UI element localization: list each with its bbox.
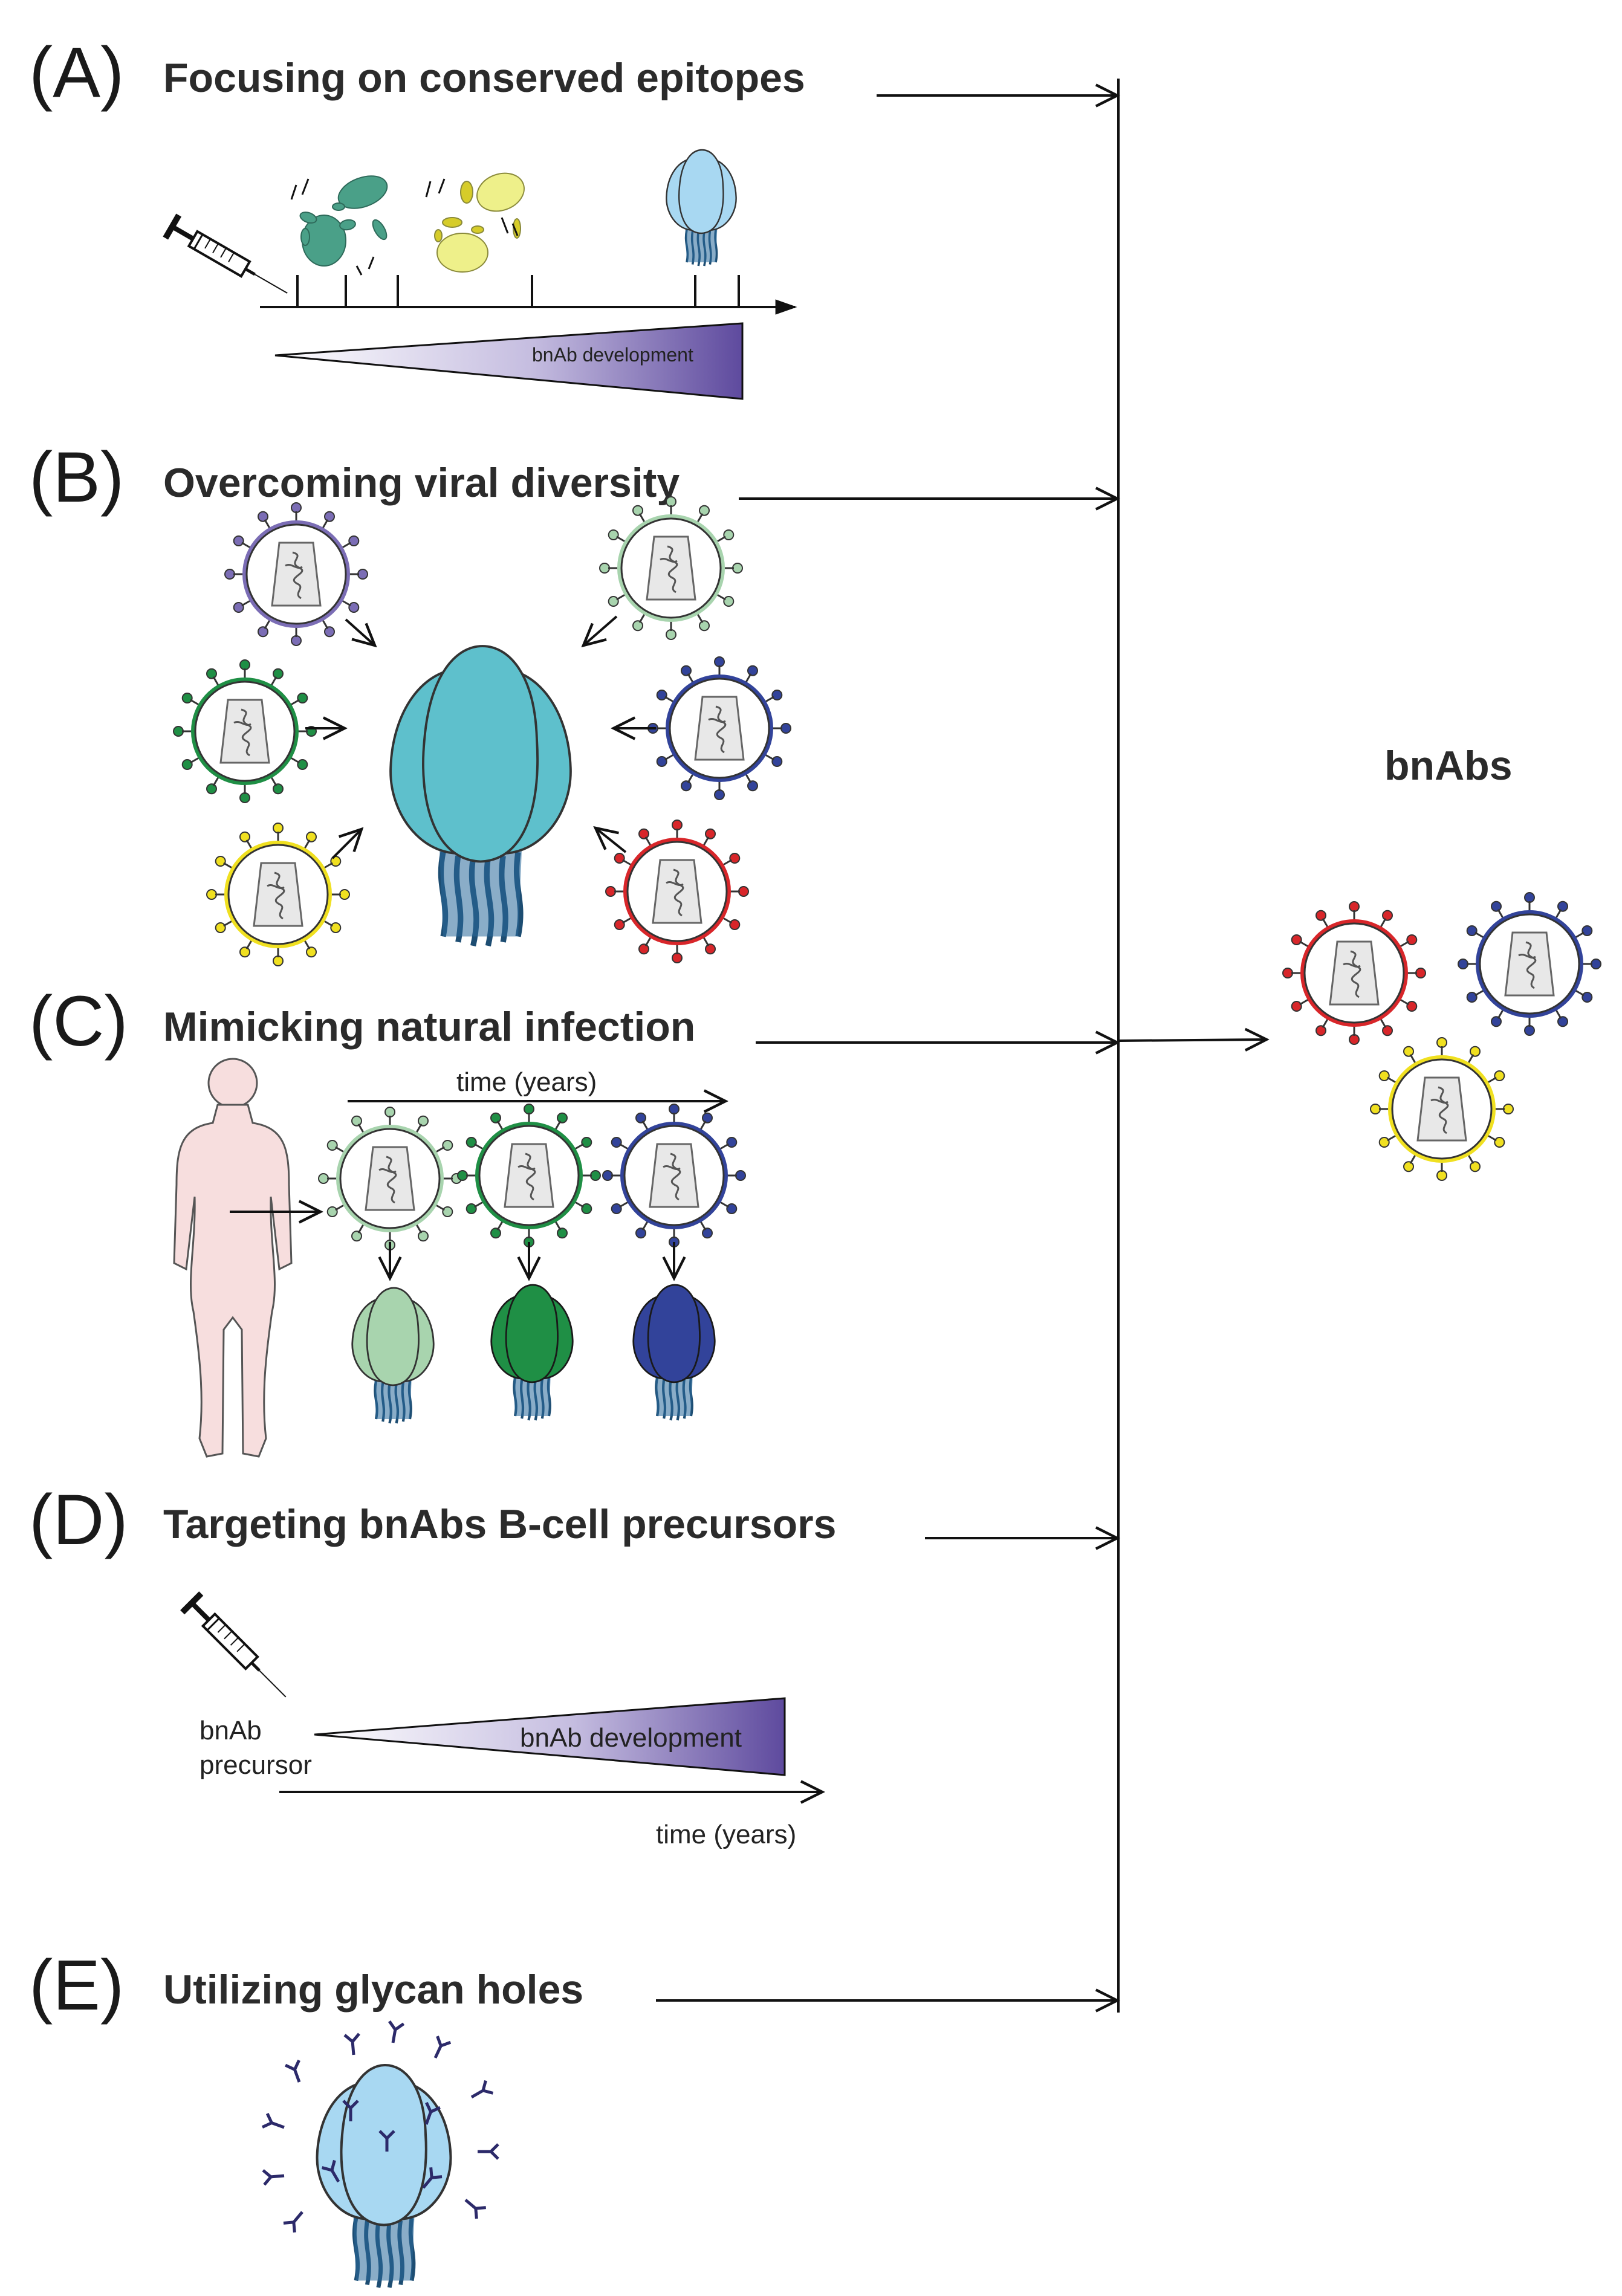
section-d-illustration: bnAb precursor bnAb development time (ye… [183, 1594, 822, 1849]
precursor-label-line2: precursor [200, 1750, 312, 1780]
section-c-illustration: time (years) [173, 1058, 746, 1458]
virus-green-b [173, 659, 317, 803]
arrow-to-bnabs [1119, 1040, 1267, 1041]
section-b-letter: (B) [29, 438, 124, 517]
virus-green-c [457, 1104, 601, 1247]
syringe-icon [166, 215, 294, 305]
env-trimer-green [490, 1284, 574, 1420]
development-gradient-a [274, 322, 744, 400]
virus-red-b [605, 820, 749, 963]
gradient-label-d: bnAb development [520, 1723, 742, 1753]
section-e-title: Utilizing glycan holes [163, 1967, 583, 2013]
development-gradient-d [314, 1697, 786, 1776]
virus-purple [224, 502, 368, 646]
time-label-c: time (years) [456, 1067, 597, 1097]
syringe-icon [183, 1594, 296, 1707]
virus-yellow-b [206, 823, 350, 966]
env-trimer-light-green [351, 1287, 435, 1423]
section-e-illustration [262, 2021, 498, 2288]
virus-yellow-out [1370, 1037, 1514, 1181]
env-trimer-icon [666, 149, 737, 267]
section-c-title: Mimicking natural infection [163, 1004, 695, 1050]
virus-light-green-b [599, 496, 743, 640]
virus-dark-blue-c [602, 1104, 746, 1247]
section-a-title: Focusing on conserved epitopes [163, 55, 805, 101]
bnabs-outcome: bnAbs [1282, 743, 1601, 1181]
section-b-illustration [173, 496, 791, 966]
section-b-title: Overcoming viral diversity [163, 460, 680, 506]
precursor-label-line1: bnAb [200, 1716, 262, 1745]
gradient-label-a: bnAb development [532, 344, 693, 366]
peptide-fragments-teal [299, 175, 388, 267]
virus-red-out [1282, 901, 1426, 1045]
section-a-letter: (A) [29, 33, 124, 112]
virus-light-green-c [318, 1107, 462, 1250]
connector-lines [656, 79, 1267, 2013]
virus-dark-blue-b [647, 656, 791, 800]
section-d-title: Targeting bnAbs B-cell precursors [163, 1501, 836, 1547]
bnabs-label: bnAbs [1384, 743, 1513, 789]
peptide-fragments-yellow [434, 172, 525, 273]
human-figure-icon [173, 1058, 293, 1458]
time-label-d: time (years) [656, 1820, 796, 1849]
env-trimer-teal [389, 645, 572, 946]
section-c-letter: (C) [29, 981, 128, 1061]
section-a-illustration: bnAb development [166, 149, 797, 400]
virus-dark-blue-out [1458, 892, 1601, 1036]
env-trimer-dark-blue [632, 1284, 716, 1420]
section-e-letter: (E) [29, 1945, 124, 2025]
section-d-letter: (D) [29, 1480, 128, 1560]
